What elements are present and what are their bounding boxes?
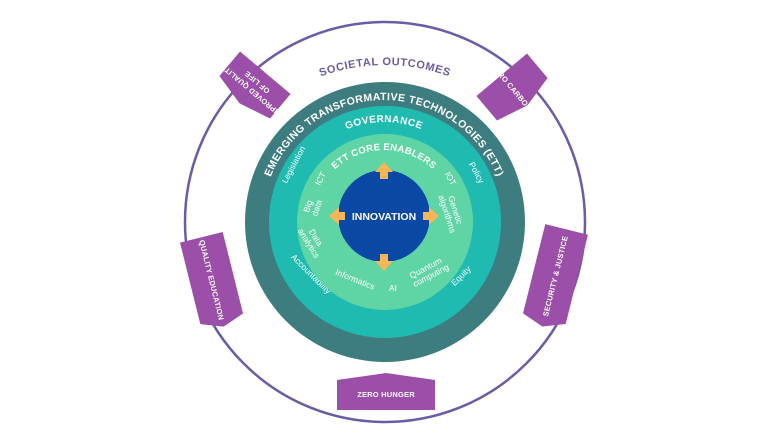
outcome-tab-zero-hunger: ZERO HUNGER [337, 373, 435, 410]
core-item-big-data-line2: data [309, 198, 324, 217]
outcome-tab-security-justice: SECURITY & JUSTICE [523, 224, 588, 327]
innovation-core [338, 170, 430, 262]
outcome-tab-shape [523, 224, 588, 327]
outcome-tab-shape [219, 51, 291, 119]
arrow-down-icon [375, 254, 393, 271]
core-item-big-data-line1: Big [301, 199, 314, 214]
outcome-tab-zero-carbon: ZERO CARBON [476, 53, 548, 121]
outcome-label: ZERO HUNGER [357, 390, 415, 399]
outcome-tab-quality-education: QUALITY EDUCATION [180, 231, 244, 327]
svg-text:Big data: Big data [301, 195, 324, 217]
outcome-tab-shape [180, 231, 244, 327]
outcome-tab-shape [337, 373, 435, 410]
arrow-up-icon [375, 162, 393, 179]
innovation-title: INNOVATION [352, 211, 416, 223]
core-item-ai: AI [389, 283, 397, 293]
arrow-right-icon [423, 207, 439, 225]
arrow-left-icon [329, 207, 345, 225]
outcome-tab-shape [476, 53, 548, 121]
